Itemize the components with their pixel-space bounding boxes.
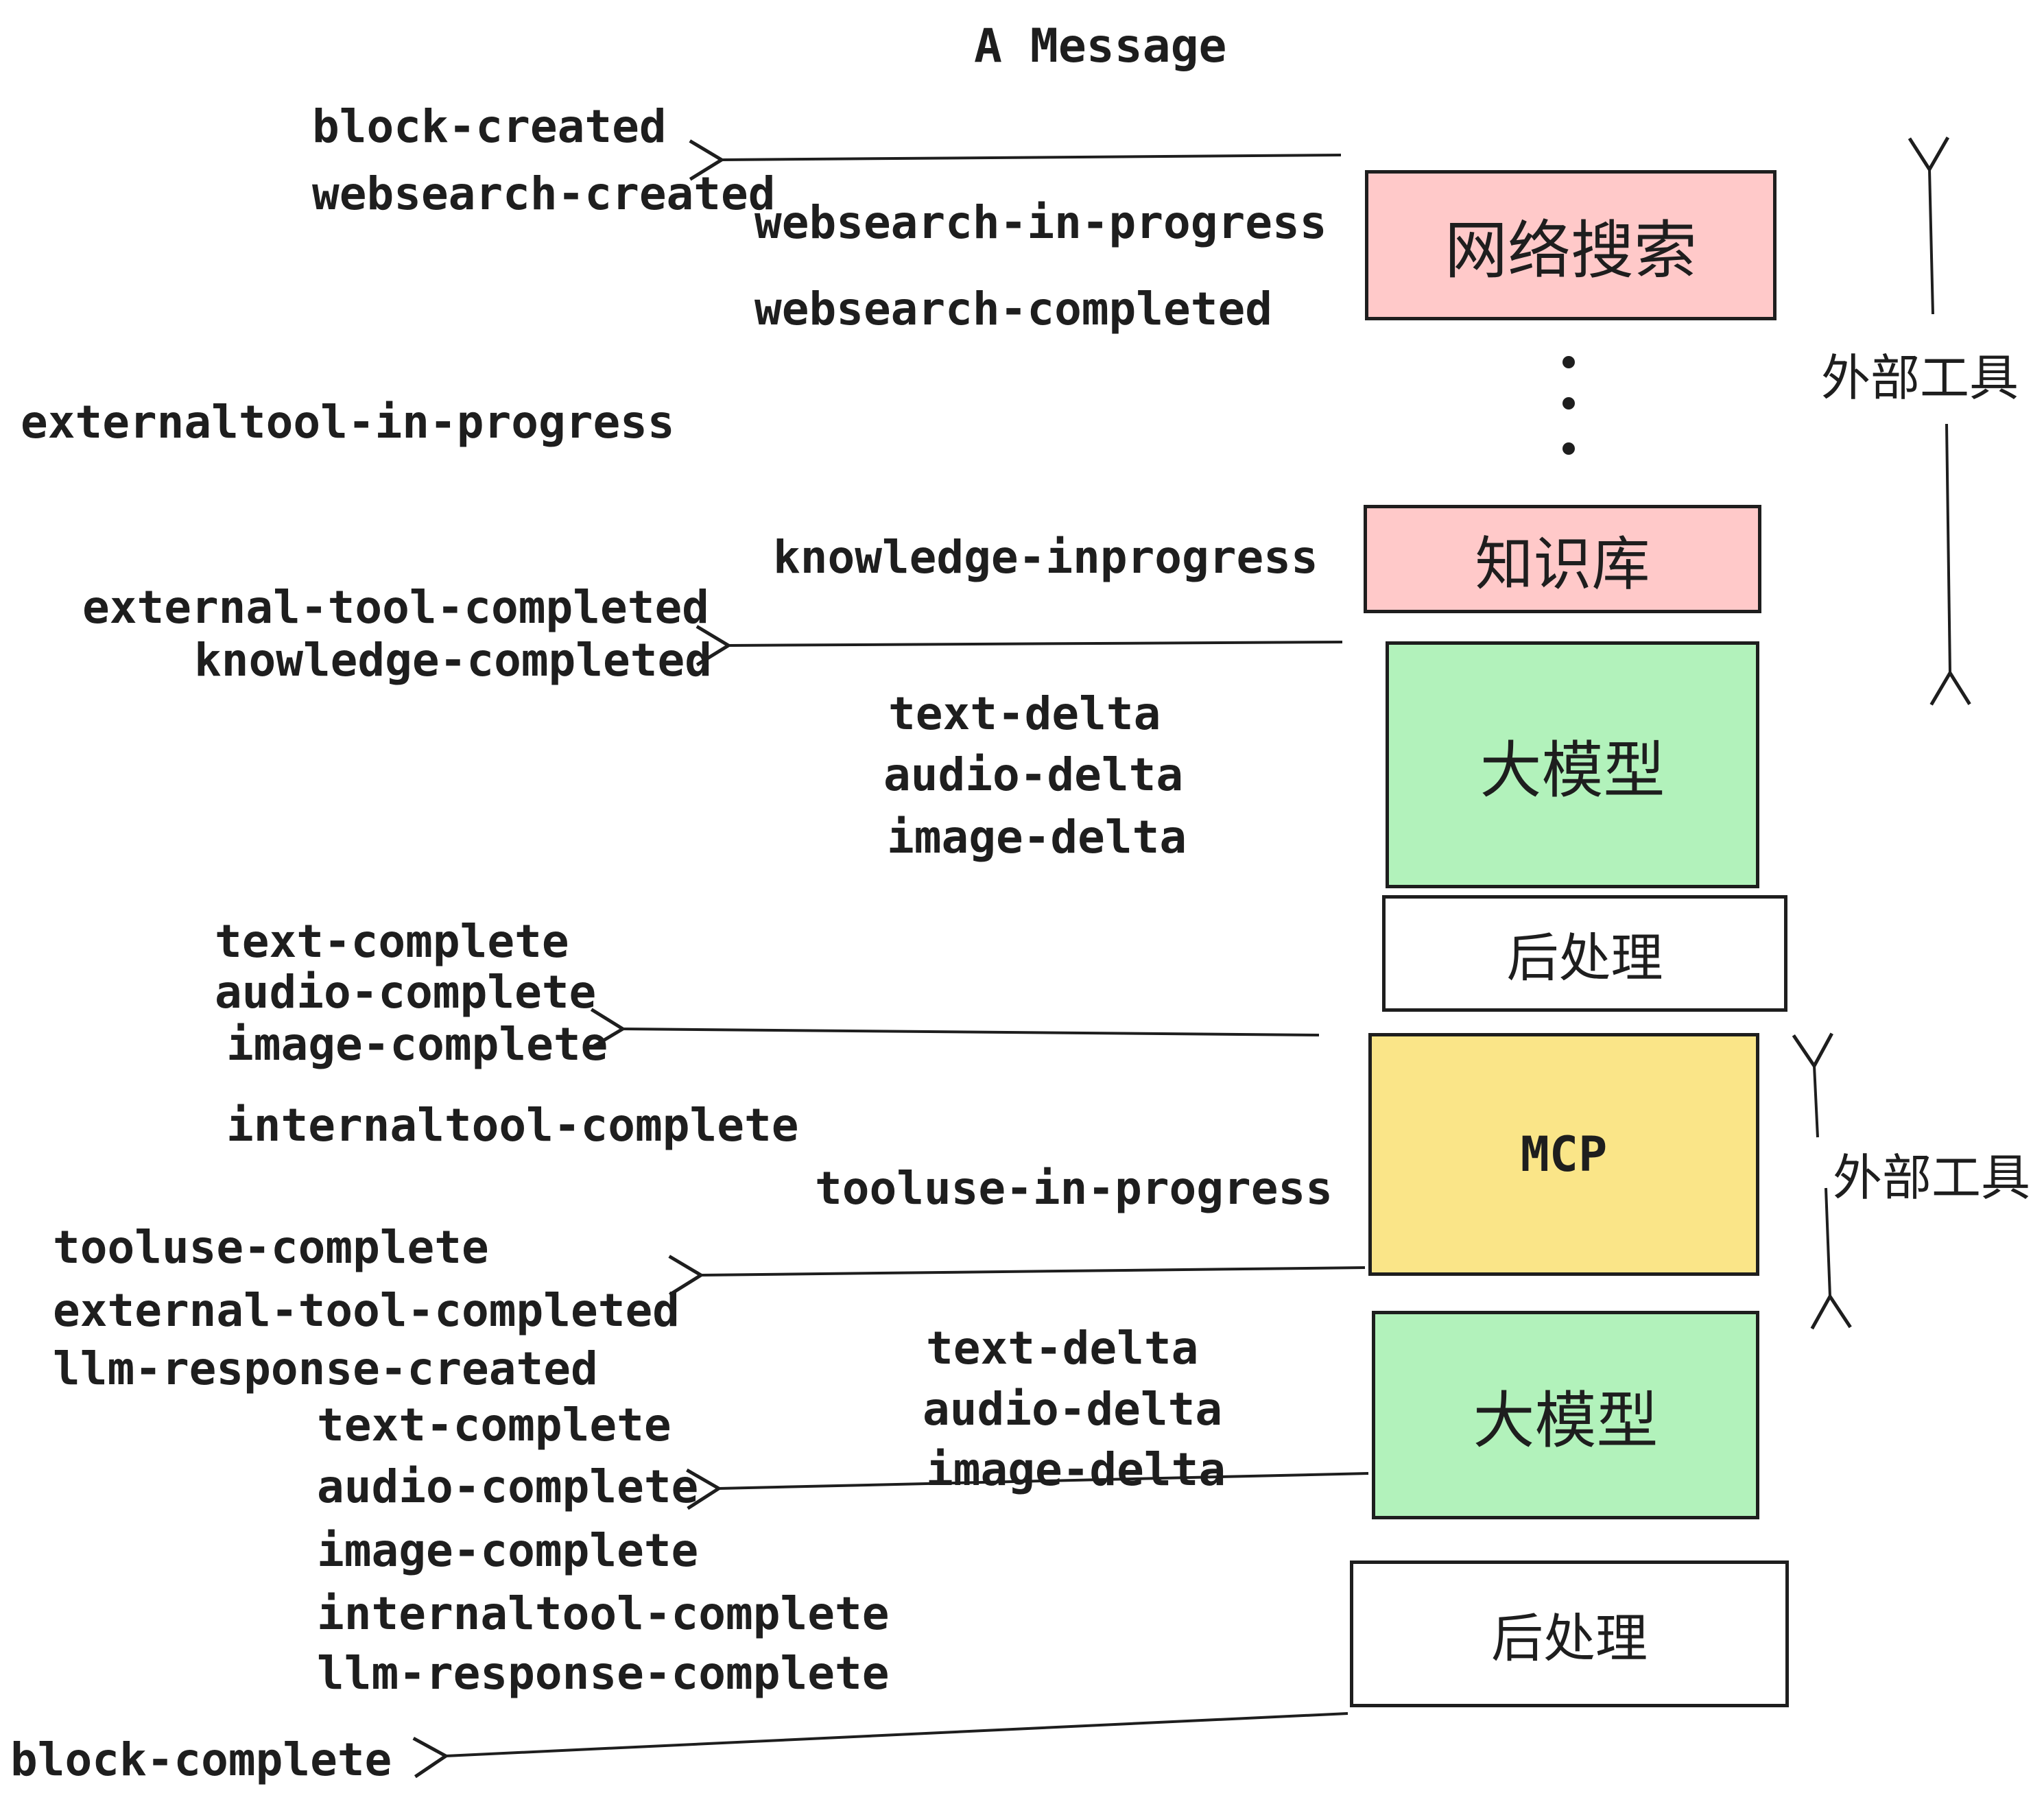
event-websearch-completed: websearch-completed xyxy=(754,283,1272,335)
box-mcp-label: MCP xyxy=(1520,1126,1608,1183)
diagram-title: A Message xyxy=(974,19,1227,73)
event-externaltool-in-progress: externaltool-in-progress xyxy=(21,396,675,449)
arrow-websearch-to-block-created xyxy=(722,155,1342,160)
event-tooluse-in-progress: tooluse-in-progress xyxy=(815,1162,1333,1215)
event-block-complete: block-complete xyxy=(10,1733,392,1786)
event-external-tool-completed-2: external-tool-completed xyxy=(53,1284,680,1337)
box-knowledge-base: 知识库 xyxy=(1364,505,1761,613)
event-audio-complete-2: audio-complete xyxy=(317,1460,699,1513)
event-block-created: block-created xyxy=(312,100,667,153)
box-llm-2-label: 大模型 xyxy=(1473,1387,1659,1456)
event-text-complete-1: text-complete xyxy=(215,915,569,968)
event-image-delta-1: image-delta xyxy=(887,811,1187,864)
box-llm-1: 大模型 xyxy=(1386,641,1759,888)
box-websearch-label: 网络搜索 xyxy=(1444,216,1697,286)
box-llm-2: 大模型 xyxy=(1372,1311,1759,1519)
external-tools-label-2: 外部工具 xyxy=(1833,1151,2031,1206)
event-image-delta-2: image-delta xyxy=(926,1443,1226,1496)
event-websearch-in-progress: websearch-in-progress xyxy=(754,196,1327,249)
event-llm-response-created: llm-response-created xyxy=(53,1342,598,1395)
event-audio-delta-2: audio-delta xyxy=(923,1383,1223,1436)
event-text-delta-2: text-delta xyxy=(926,1322,1199,1375)
external-tools-label-1: 外部工具 xyxy=(1821,351,2019,406)
event-knowledge-completed: knowledge-completed xyxy=(194,634,712,687)
box-postprocess-1: 后处理 xyxy=(1382,895,1787,1012)
event-text-delta-1: text-delta xyxy=(888,687,1161,740)
box-mcp: MCP xyxy=(1368,1033,1759,1276)
event-llm-response-complete: llm-response-complete xyxy=(317,1647,890,1700)
box-postprocess-1-label: 后处理 xyxy=(1506,929,1663,988)
event-knowledge-inprogress: knowledge-inprogress xyxy=(773,531,1318,584)
event-tooluse-complete: tooluse-complete xyxy=(53,1221,489,1274)
event-audio-delta-1: audio-delta xyxy=(883,748,1184,801)
arrow-to-block-complete xyxy=(446,1712,1348,1756)
arrow-mcp-to-tooluse-complete xyxy=(701,1268,1366,1275)
box-llm-1-label: 大模型 xyxy=(1479,737,1665,805)
external-tools-down-arrow-2 xyxy=(1826,1187,1830,1296)
event-websearch-created: websearch-created xyxy=(312,167,776,220)
external-tools-up-arrow-1 xyxy=(1929,169,1933,315)
event-internaltool-complete-1: internaltool-complete xyxy=(226,1099,799,1152)
event-image-complete-1: image-complete xyxy=(226,1018,608,1071)
event-text-complete-2: text-complete xyxy=(317,1399,672,1451)
arrow-to-image-complete xyxy=(623,1029,1320,1035)
ellipsis-dots xyxy=(1562,356,1575,455)
event-internaltool-complete-2: internaltool-complete xyxy=(317,1587,890,1640)
box-postprocess-2: 后处理 xyxy=(1350,1560,1789,1707)
box-knowledge-base-label: 知识库 xyxy=(1475,532,1650,597)
event-image-complete-2: image-complete xyxy=(317,1524,699,1577)
box-postprocess-2-label: 后处理 xyxy=(1491,1610,1648,1668)
event-audio-complete-1: audio-complete xyxy=(215,966,597,1019)
external-tools-up-arrow-2 xyxy=(1814,1066,1818,1138)
external-tools-down-arrow-1 xyxy=(1947,423,1950,673)
box-websearch: 网络搜索 xyxy=(1365,170,1776,320)
arrow-to-knowledge-completed xyxy=(728,642,1343,645)
event-external-tool-completed-1: external-tool-completed xyxy=(82,581,709,634)
